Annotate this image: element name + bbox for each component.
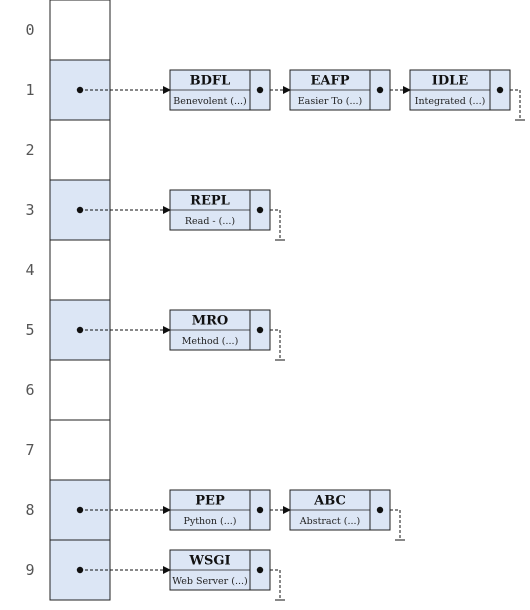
list-node: MRO Method (...) (169, 309, 271, 351)
bucket-index-label: 1 (25, 81, 34, 99)
node-key: REPL (190, 194, 230, 209)
list-node: EAFP Easier To (...) (289, 69, 391, 111)
node-key: IDLE (432, 74, 468, 89)
node-next-pointer-dot (256, 86, 264, 94)
node-key: EAFP (311, 74, 350, 89)
node-value: Abstract (...) (299, 516, 360, 527)
bucket-index-label: 9 (25, 561, 34, 579)
list-node: BDFL Benevolent (...) (169, 69, 271, 111)
list-node: REPL Read - (...) (169, 189, 271, 231)
node-next-pointer-dot (256, 506, 264, 514)
node-value: Integrated (...) (415, 96, 486, 107)
node-key: WSGI (188, 554, 230, 569)
bucket-cell (49, 239, 111, 301)
list-node: IDLE Integrated (...) (409, 69, 511, 111)
bucket-cell (49, 359, 111, 421)
node-next-pointer-dot (376, 506, 384, 514)
node-key: BDFL (190, 74, 231, 89)
node-next-pointer-dot (256, 326, 264, 334)
bucket-cell (49, 0, 111, 61)
node-next-pointer-dot (256, 566, 264, 574)
node-next-pointer-dot (256, 206, 264, 214)
bucket-index-label: 7 (25, 441, 34, 459)
bucket-index-label: 5 (25, 321, 34, 339)
bucket-index-label: 0 (25, 21, 34, 39)
bucket-cell (49, 419, 111, 481)
bucket-index-label: 2 (25, 141, 34, 159)
node-key: PEP (195, 494, 225, 509)
bucket-cell (49, 119, 111, 181)
node-next-pointer-dot (496, 86, 504, 94)
bucket-index-label: 4 (25, 261, 34, 279)
list-node: WSGI Web Server (...) (169, 549, 271, 591)
bucket-index-label: 3 (25, 201, 34, 219)
node-value: Method (...) (182, 336, 239, 347)
list-node: ABC Abstract (...) (289, 489, 391, 531)
node-next-pointer-dot (376, 86, 384, 94)
node-value: Read - (...) (185, 216, 235, 227)
node-value: Benevolent (...) (173, 96, 247, 107)
node-key: ABC (313, 494, 346, 509)
list-node: PEP Python (...) (169, 489, 271, 531)
bucket-index-label: 8 (25, 501, 34, 519)
node-value: Web Server (...) (172, 576, 247, 587)
node-key: MRO (192, 314, 229, 329)
node-value: Easier To (...) (298, 96, 363, 107)
bucket-index-label: 6 (25, 381, 34, 399)
node-value: Python (...) (183, 516, 236, 527)
